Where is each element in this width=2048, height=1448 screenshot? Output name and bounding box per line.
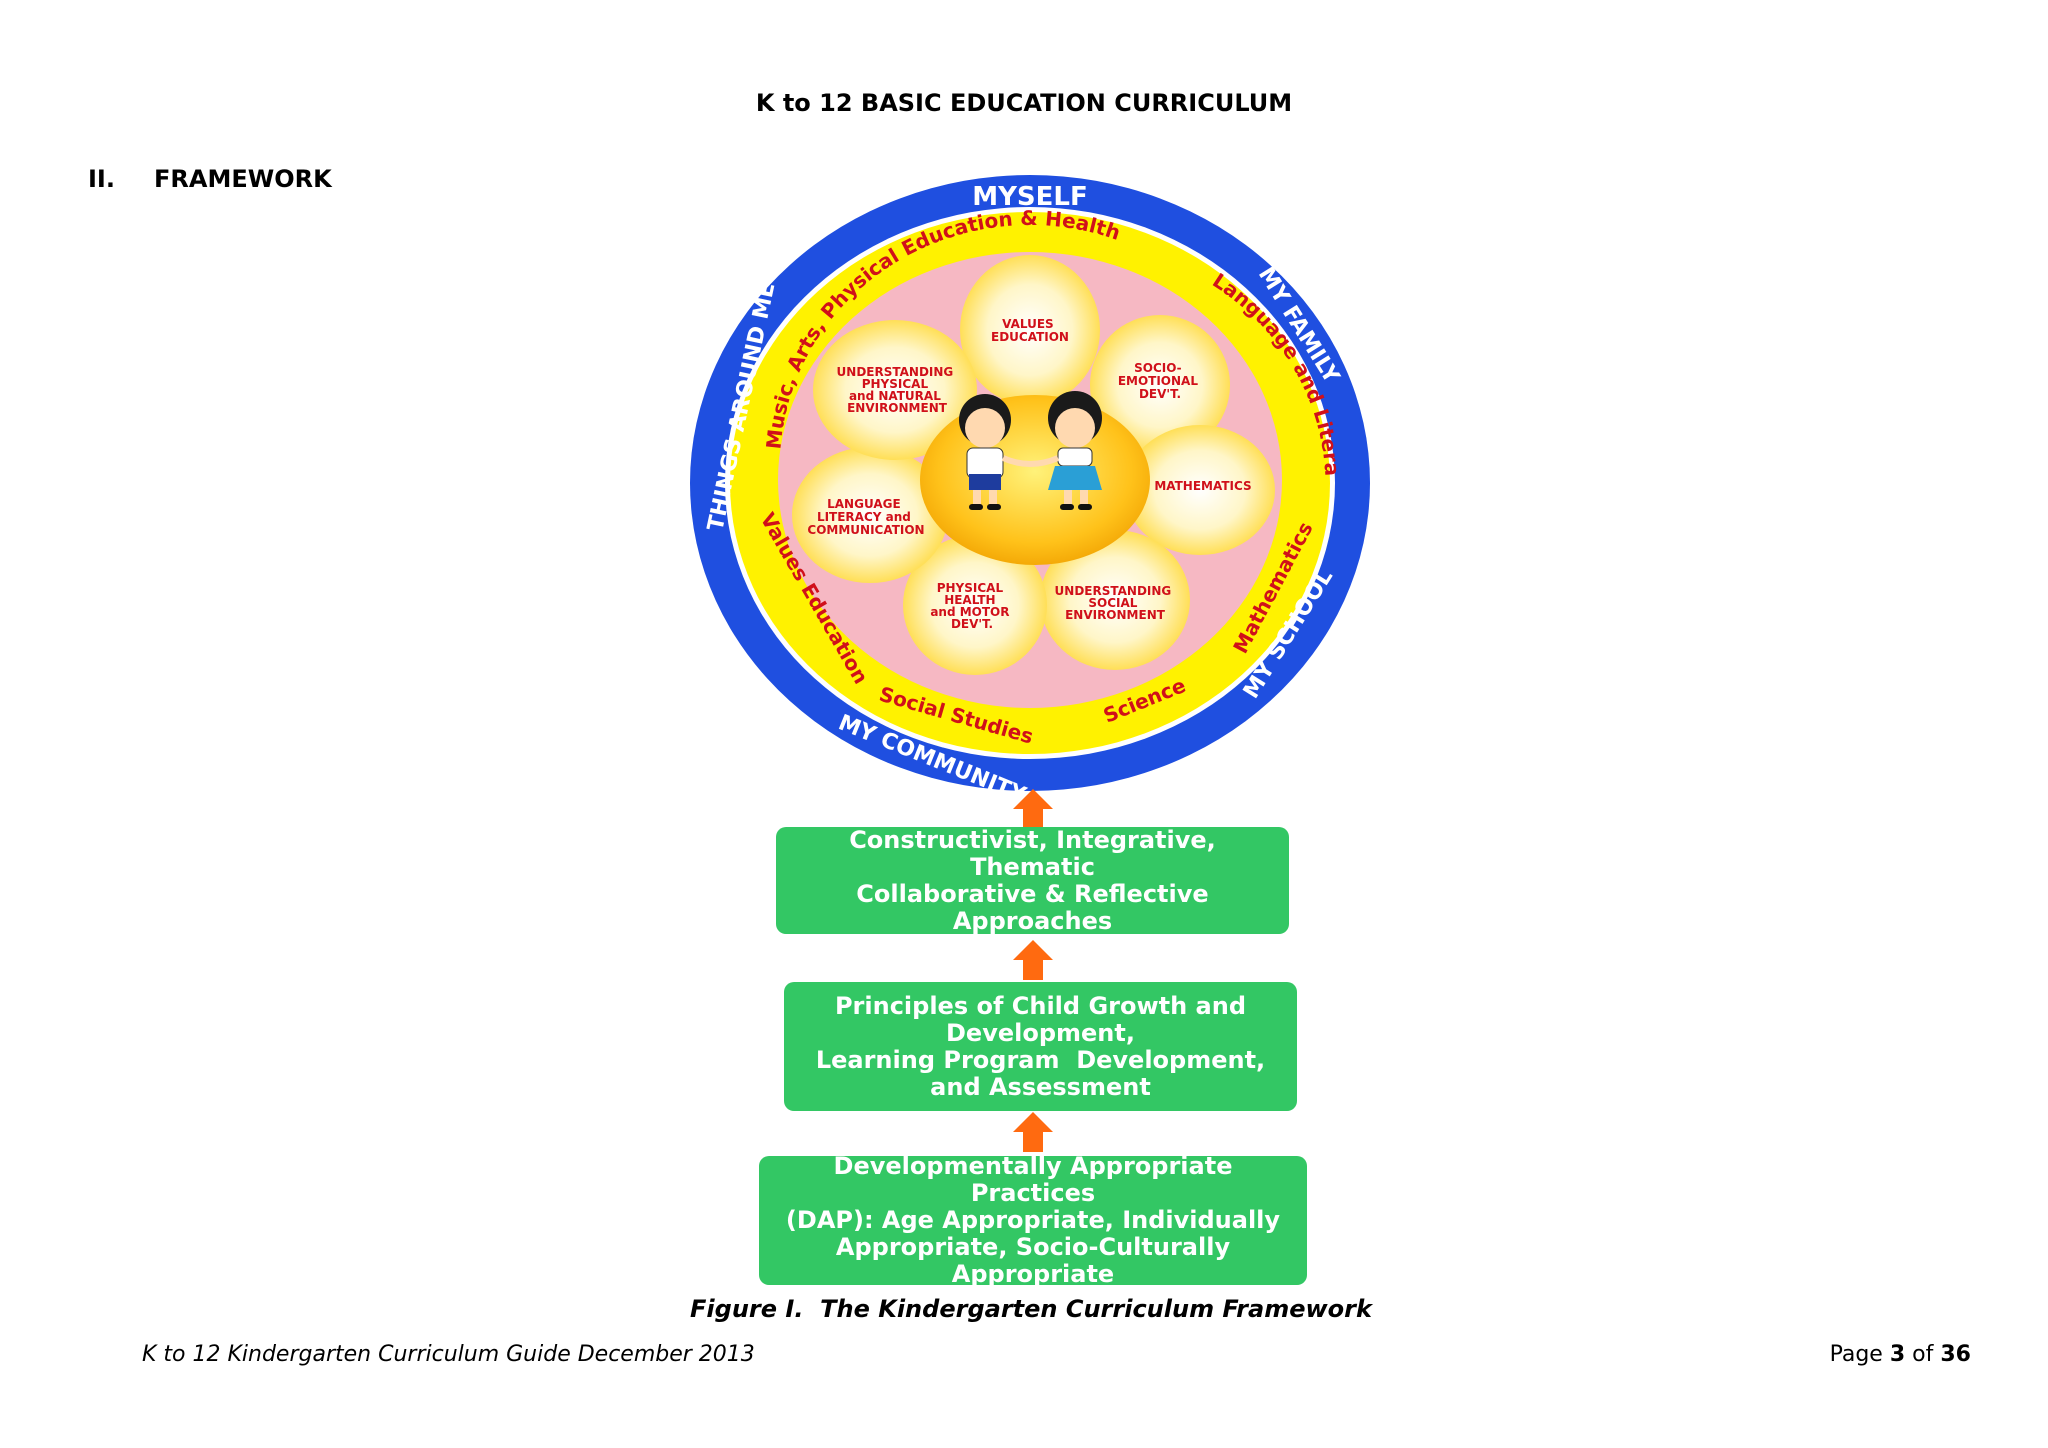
arrow-up-icon bbox=[1013, 1112, 1053, 1152]
section-number: II. bbox=[88, 165, 115, 193]
page-total: 36 bbox=[1940, 1342, 1971, 1367]
petal-label-physical-health: PHYSICAL HEALTH and MOTOR DEV'T. bbox=[930, 581, 1013, 631]
petal-physical-health bbox=[903, 535, 1047, 675]
box-approaches-line: Collaborative & Reflective bbox=[856, 879, 1209, 908]
box-approaches-line: Constructivist, Integrative, Thematic bbox=[849, 825, 1216, 881]
petal-language-literacy bbox=[792, 447, 948, 583]
box-dap-line: Appropriate, Socio-Culturally Appropriat… bbox=[835, 1233, 1231, 1288]
box-principles-line: Development, bbox=[946, 1018, 1135, 1047]
petal-physical-environment bbox=[813, 320, 977, 460]
petal-label-social-environment: UNDERSTANDING SOCIAL ENVIRONMENT bbox=[1055, 584, 1176, 622]
arrow-up-icon bbox=[1013, 789, 1053, 829]
center-disc bbox=[920, 395, 1150, 565]
footer-guide-title: K to 12 Kindergarten Curriculum Guide De… bbox=[142, 1342, 755, 1367]
petal-social-environment bbox=[1040, 530, 1190, 670]
petal-label-physical-environment: UNDERSTANDING PHYSICAL and NATURAL ENVIR… bbox=[837, 365, 958, 415]
petal-values-education bbox=[960, 255, 1100, 405]
section-title: FRAMEWORK bbox=[154, 165, 332, 193]
children-illustration bbox=[959, 391, 1102, 510]
box-dap-line: Developmentally Appropriate Practices bbox=[833, 1152, 1233, 1207]
box-dap-line: (DAP): Age Appropriate, Individually bbox=[785, 1206, 1281, 1234]
page-word: Page bbox=[1829, 1342, 1883, 1367]
petal-mathematics bbox=[1125, 425, 1275, 555]
box-approaches-line: Approaches bbox=[952, 906, 1113, 935]
box-principles: Principles of Child Growth and Developme… bbox=[784, 982, 1297, 1111]
petal-socio-emotional bbox=[1090, 315, 1230, 455]
box-principles-line: Principles of Child Growth and bbox=[834, 991, 1247, 1020]
box-principles-line: and Assessment bbox=[930, 1072, 1151, 1101]
footer-page-number: Page 3 of 36 bbox=[1830, 1341, 1971, 1369]
box-dap: Developmentally Appropriate Practices (D… bbox=[759, 1152, 1307, 1288]
petal-label-values-education: VALUES EDUCATION bbox=[991, 317, 1069, 344]
page-of: of bbox=[1912, 1342, 1934, 1367]
document-title: K to 12 BASIC EDUCATION CURRICULUM bbox=[755, 89, 1293, 117]
figure-caption: Figure I. The Kindergarten Curriculum Fr… bbox=[690, 1295, 1372, 1323]
box-principles-line: Learning Program Development, bbox=[815, 1045, 1266, 1074]
petal-label-language-literacy: LANGUAGE LITERACY and COMMUNICATION bbox=[807, 497, 924, 537]
box-approaches: Constructivist, Integrative, Thematic Co… bbox=[776, 825, 1289, 935]
petal-label-socio-emotional: SOCIO- EMOTIONAL DEV'T. bbox=[1118, 361, 1202, 401]
petal-label-mathematics: MATHEMATICS bbox=[1154, 479, 1251, 493]
outer-label-myself: MYSELF bbox=[972, 182, 1088, 212]
page-current: 3 bbox=[1889, 1342, 1906, 1367]
arrow-up-icon bbox=[1013, 940, 1053, 980]
petals bbox=[792, 255, 1275, 675]
